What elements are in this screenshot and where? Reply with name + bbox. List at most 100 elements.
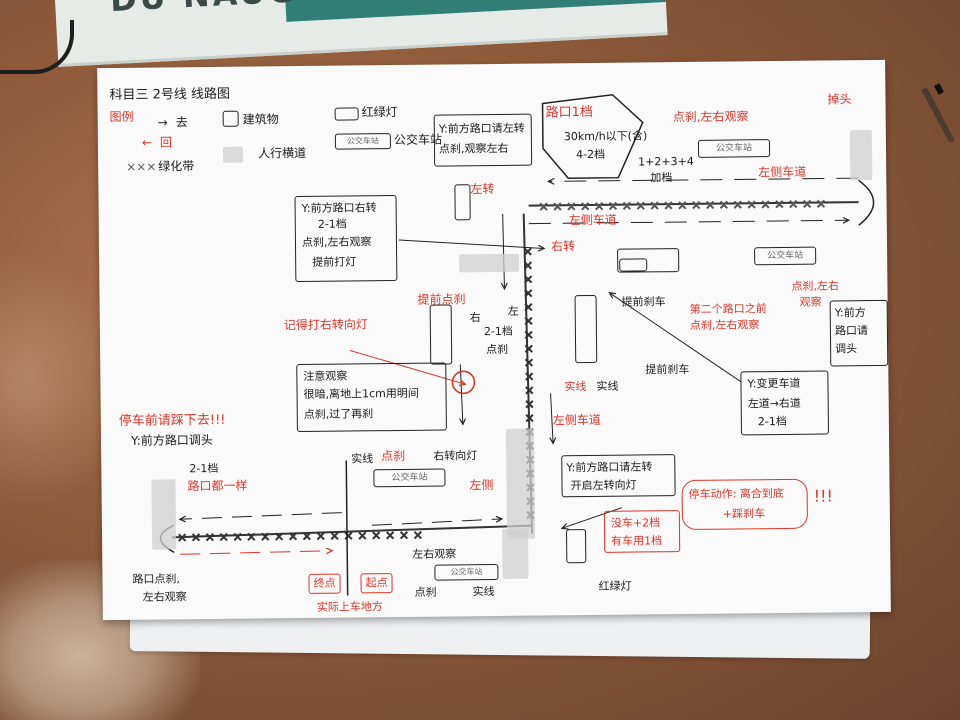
instruction-box-observe: 注意观察 很暗,离地上1cm用明间 点刹,过了再刹 bbox=[296, 362, 447, 433]
box-line: 2-1档 bbox=[317, 217, 347, 231]
box-line: +踩刹车 bbox=[722, 507, 766, 521]
box-line: 2-1档 bbox=[757, 414, 787, 429]
legend-go-arrow: → bbox=[157, 115, 168, 130]
box-line: 点刹,观察左右 bbox=[438, 141, 509, 156]
legend-crosswalk: 人行横道 bbox=[257, 145, 307, 161]
right-small: 右 bbox=[469, 311, 481, 325]
book-cover-strip bbox=[284, 0, 666, 22]
right-turn-top: 右转 bbox=[550, 239, 576, 254]
box-line: 提前打灯 bbox=[312, 255, 357, 269]
right-note-mid: 点刹,左右 bbox=[791, 279, 840, 293]
bus-stop-icon: 公交车站 bbox=[334, 133, 391, 150]
box-line: 点刹,过了再刹 bbox=[303, 407, 374, 421]
solid-line-3: 实线 bbox=[351, 452, 374, 466]
box-line: 开启左转向灯 bbox=[570, 478, 637, 493]
gear-21-b: 2-1档 bbox=[189, 461, 219, 476]
book: DU NAUG bbox=[55, 0, 668, 67]
right-note-line: 第二个路口之前 bbox=[689, 302, 767, 316]
bus-stop-right: 公交车站 bbox=[754, 246, 817, 266]
box-line: 路口请 bbox=[834, 324, 868, 338]
box-line: Y:前方路口请左转 bbox=[566, 460, 653, 475]
gear-bubble-line: 30km/h以下(含) bbox=[563, 129, 648, 144]
legend-traffic-light: 红绿灯 bbox=[361, 104, 398, 120]
bottom-road: × × × × × × × × × × × × × × × × × × bbox=[159, 460, 532, 596]
gear-bubble-title: 路口1档 bbox=[545, 104, 593, 121]
traffic-light-bottom: 红绿灯 bbox=[598, 579, 632, 593]
solid-line-bottom: 实线 bbox=[472, 585, 495, 599]
instruction-box-left-turn-top: Y:前方路口请左转 点刹,观察左右 bbox=[433, 113, 533, 167]
legend-go: 去 bbox=[175, 115, 188, 130]
remember-signal: 记得打右转向灯 bbox=[283, 317, 368, 333]
brake-label: 点刹 bbox=[381, 448, 406, 464]
legend-back: 回 bbox=[159, 135, 173, 150]
end-point: 终点 bbox=[308, 573, 341, 594]
crosswalk-mid-top bbox=[459, 253, 520, 273]
left-lane-mid: 左侧车道 bbox=[552, 412, 601, 428]
route-map-sheet: × × × × × × × × × × × × × × × × × × × × … bbox=[97, 59, 891, 621]
turn-signal-circle bbox=[451, 370, 476, 395]
brake-observe-top: 点刹,左右观察 bbox=[672, 109, 749, 125]
crosswalk-center bbox=[505, 428, 536, 539]
bus-stop-top: 公交车站 bbox=[697, 139, 771, 158]
crosswalk-bottom bbox=[501, 528, 529, 579]
right-note-line: 点刹,左右观察 bbox=[689, 318, 760, 332]
actual-place: 实际上车地方 bbox=[316, 600, 383, 614]
box-line: 点刹,左右观察 bbox=[301, 235, 372, 250]
crosswalk-top-right bbox=[849, 130, 873, 181]
box-line: 左道→右道 bbox=[747, 396, 801, 411]
pen bbox=[921, 87, 955, 143]
building-vertical bbox=[454, 184, 471, 221]
box-line: Y:前方 bbox=[834, 306, 866, 320]
brake-small: 点刹 bbox=[486, 342, 509, 357]
traffic-light-icon bbox=[334, 107, 359, 121]
box-line: 没车+2档 bbox=[610, 516, 661, 530]
left-side: 左侧 bbox=[469, 478, 494, 493]
legend-building: 建筑物 bbox=[242, 112, 279, 127]
solid-line: 实线 bbox=[596, 379, 619, 393]
svg-text:× × × × × × × × × × × × × × ×: × × × × × × × × × × × × × × × × × × bbox=[177, 528, 423, 545]
gear-up-note: 1+2+3+4 bbox=[638, 154, 694, 169]
diagram-title: 科目三 2号线 线路图 bbox=[109, 86, 231, 104]
right-signal: 右转向灯 bbox=[433, 449, 478, 463]
early-brake-2: 提前刹车 bbox=[621, 295, 666, 309]
gear-up-note-2: 加档 bbox=[650, 171, 673, 185]
left-turn-top: 左转 bbox=[470, 181, 495, 197]
exclaim: !!! bbox=[813, 486, 834, 506]
instruction-box-u-turn-right: Y:前方 路口请 调头 bbox=[829, 299, 889, 367]
box-line: 停车动作: 离合到底 bbox=[688, 486, 784, 501]
left-small: 左 bbox=[507, 304, 519, 318]
box-line: Y:变更车道 bbox=[747, 376, 801, 391]
legend-green-belt: 绿化带 bbox=[158, 159, 195, 174]
top-road: × × × × × × × × × × × × × × × × × × × × … bbox=[528, 177, 875, 226]
building-icon bbox=[222, 110, 239, 127]
legend-back-arrow: ← bbox=[141, 135, 153, 150]
bottom-left-note: 路口点刹, bbox=[132, 572, 181, 586]
stop-reminder: 停车前请踩下去!!! bbox=[118, 412, 226, 429]
bus-stop-center: 公交车站 bbox=[373, 468, 446, 488]
connector-lines bbox=[349, 239, 741, 530]
legend-green-belt-icon: ××× bbox=[126, 159, 157, 174]
instruction-box-left-turn-bottom: Y:前方路口请左转 开启左转向灯 bbox=[561, 454, 676, 498]
bottom-brake: 点刹 bbox=[414, 585, 437, 599]
traffic-light-top-icon bbox=[619, 258, 648, 272]
gear-bubble-line: 4-2档 bbox=[575, 147, 606, 162]
u-turn-bottom: Y:前方路口调头 bbox=[130, 432, 213, 448]
gear-bubble-shape bbox=[541, 93, 644, 179]
bus-stop-vertical-right bbox=[574, 294, 598, 364]
traffic-light-bottom-icon bbox=[565, 529, 587, 564]
start-point: 起点 bbox=[360, 573, 393, 594]
u-turn-top: 掉头 bbox=[827, 92, 852, 107]
instruction-box-stop-action: 停车动作: 离合到底 +踩刹车 bbox=[681, 478, 808, 531]
instruction-box-lane-change: Y:变更车道 左道→右道 2-1档 bbox=[740, 370, 830, 436]
bottom-left-note: 左右观察 bbox=[142, 590, 187, 604]
bottom-observe: 左右观察 bbox=[412, 547, 457, 561]
right-note-mid: 观察 bbox=[799, 295, 822, 309]
box-line: 调头 bbox=[835, 342, 858, 356]
pen-tip bbox=[934, 83, 944, 95]
left-lane-top: 左侧车道 bbox=[568, 212, 617, 228]
bus-stop-vertical-left bbox=[429, 304, 453, 365]
instruction-box-right-turn: Y:前方路口右转 2-1档 点刹,左右观察 提前打灯 bbox=[294, 195, 398, 283]
solid-line-red: 实线 bbox=[564, 380, 587, 394]
crosswalk-icon bbox=[222, 146, 244, 163]
crosswalk-bottom-left bbox=[151, 479, 177, 550]
